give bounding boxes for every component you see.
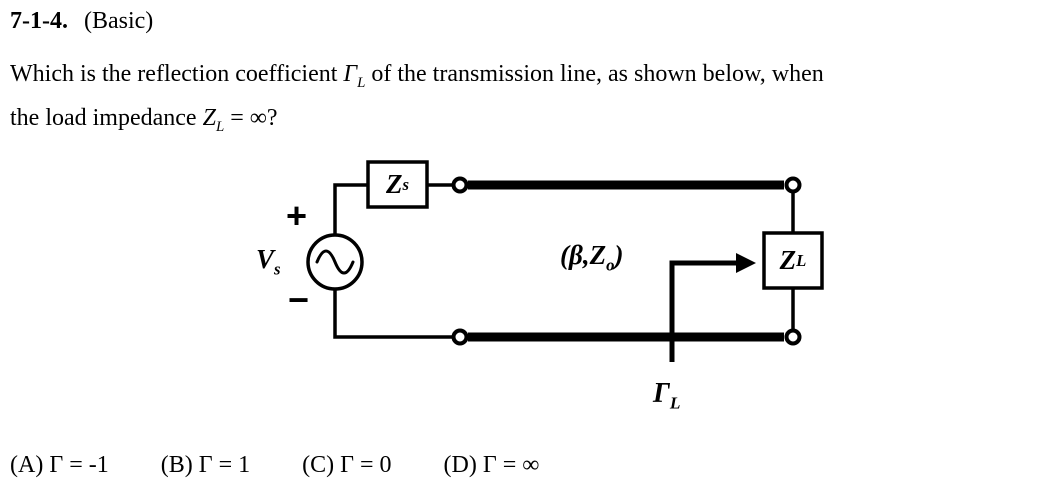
terminal-top-left — [451, 176, 469, 194]
line-params-prefix: (β,Z — [560, 240, 607, 270]
line-parameters-label: (β,Zo) — [560, 240, 624, 275]
question-text: Which is the reflection coefficient ΓL o… — [10, 52, 824, 140]
answer-option-d: (D) Γ = ∞ — [443, 452, 540, 478]
zs-symbol: Z — [385, 169, 403, 199]
source-symbol-sub: s — [274, 259, 281, 279]
gamma-label-symbol: Γ — [653, 378, 670, 409]
circuit-svg — [306, 160, 824, 362]
reflection-arrow-line — [669, 260, 738, 362]
question-line-1: Which is the reflection coefficient ΓL o… — [10, 52, 824, 96]
question-line1-text2: of the transmission line, as shown below… — [365, 61, 824, 87]
gamma-label-sub: L — [669, 393, 681, 413]
minus-sign: − — [288, 279, 310, 320]
gamma-symbol: Γ — [343, 61, 358, 87]
question-line-2: the load impedance ZL = ∞? — [10, 96, 824, 140]
answer-choices: (A) Γ = -1 (B) Γ = 1 (C) Γ = 0 (D) Γ = ∞ — [10, 452, 539, 479]
terminal-bottom-left — [451, 328, 469, 346]
sine-wave-icon — [315, 249, 355, 275]
zl-symbol: Z — [779, 245, 797, 275]
line-params-sub: o — [606, 255, 615, 275]
load-impedance-box — [762, 231, 824, 290]
answer-option-b: (B) Γ = 1 — [160, 452, 251, 478]
question-line1-text: Which is the reflection coefficient — [10, 61, 344, 87]
terminal-top-right — [784, 176, 802, 194]
reflection-coefficient-label: ΓL — [653, 378, 681, 413]
plus-sign: + — [286, 195, 308, 236]
answer-option-c: (C) Γ = 0 — [302, 452, 392, 478]
impedance-subscript: L — [215, 118, 225, 135]
source-voltage-label: Vs — [256, 244, 281, 279]
question-line2-text2: = ∞? — [224, 105, 278, 131]
source-bottom-wire — [333, 289, 453, 339]
problem-number: 7-1-4. — [10, 8, 68, 34]
question-line2-text: the load impedance — [10, 105, 203, 131]
terminal-bottom-right — [784, 328, 802, 346]
problem-difficulty: (Basic) — [83, 8, 154, 34]
line-params-suffix: ) — [614, 240, 624, 270]
source-symbol: V — [256, 244, 275, 274]
source-top-wire — [333, 183, 368, 235]
gamma-subscript: L — [357, 74, 366, 91]
problem-title: 7-1-4. (Basic) — [10, 8, 153, 35]
answer-option-a: (A) Γ = -1 — [10, 452, 109, 478]
impedance-symbol: Z — [202, 105, 216, 131]
reflection-arrow-head — [736, 253, 756, 273]
